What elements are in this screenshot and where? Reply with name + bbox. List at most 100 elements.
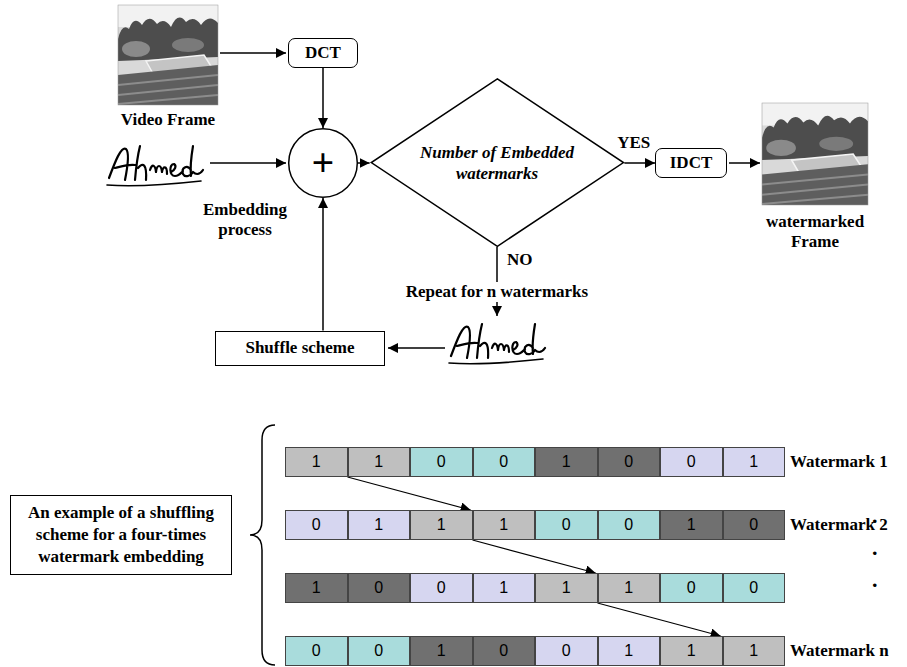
node-text-block: 1 bbox=[312, 452, 321, 472]
diamond-shape bbox=[371, 79, 623, 246]
row-label: Watermark 1 bbox=[790, 452, 888, 472]
circle-shape bbox=[289, 129, 358, 198]
node-text: 1 bbox=[312, 578, 321, 598]
node-text-block: 1 bbox=[624, 578, 633, 598]
node-text-block: 0 bbox=[687, 578, 696, 598]
node-text-block: 0 bbox=[499, 452, 508, 472]
node-text-block: 0 bbox=[312, 641, 321, 661]
node-text-block: 0 bbox=[374, 641, 383, 661]
node-text-block: 1 bbox=[749, 452, 758, 472]
branch-label: NO bbox=[507, 250, 533, 270]
decision-diamond: Number of Embedded watermarks bbox=[370, 78, 625, 247]
ellipsis-dot: . bbox=[872, 569, 878, 591]
node-text-block: 0 bbox=[624, 452, 633, 472]
note-box: An example of a shuffling scheme for a f… bbox=[10, 495, 232, 575]
node-text-block: 1 bbox=[437, 641, 446, 661]
bit-cell: 0 bbox=[535, 510, 598, 540]
node-text-block: 1 bbox=[499, 578, 508, 598]
node-text: 1 bbox=[499, 515, 508, 535]
bit-cell: 1 bbox=[660, 510, 723, 540]
bit-cell: 1 bbox=[723, 447, 786, 477]
flow-arrow bbox=[210, 162, 286, 164]
bit-cell: 0 bbox=[348, 573, 411, 603]
node-text-block: An example of a shuffling scheme for a f… bbox=[21, 502, 221, 568]
bit-cell: 1 bbox=[348, 447, 411, 477]
node-text: 0 bbox=[749, 578, 758, 598]
ellipsis-dot: . bbox=[872, 505, 878, 527]
node-text: 1 bbox=[749, 452, 758, 472]
bit-cell: 1 bbox=[535, 447, 598, 477]
bit-cell: 0 bbox=[348, 636, 411, 666]
node-text-block: Shuffle scheme bbox=[245, 337, 354, 358]
image-caption: Video Frame bbox=[121, 110, 215, 130]
image-caption: watermarked Frame bbox=[755, 212, 875, 253]
bit-cell: 1 bbox=[410, 636, 473, 666]
bit-cell: 1 bbox=[473, 573, 536, 603]
node-text: 1 bbox=[624, 578, 633, 598]
node-text-block: 0 bbox=[624, 515, 633, 535]
flow-connector bbox=[348, 477, 471, 510]
flow-connector bbox=[322, 198, 324, 331]
node-text-block: 1 bbox=[312, 578, 321, 598]
node-text-block: 0 bbox=[312, 515, 321, 535]
node-text: Number of Embedded watermarks bbox=[408, 142, 586, 185]
node-text: 1 bbox=[374, 452, 383, 472]
node-text: 0 bbox=[374, 578, 383, 598]
bit-cell: 0 bbox=[285, 636, 348, 666]
node-text: 1 bbox=[562, 452, 571, 472]
node-text-block: 1 bbox=[374, 452, 383, 472]
node-text: 1 bbox=[687, 515, 696, 535]
flow-arrow bbox=[388, 347, 445, 349]
node-text-block: 0 bbox=[749, 578, 758, 598]
bit-cell: 1 bbox=[598, 573, 661, 603]
node-text: 1 bbox=[312, 452, 321, 472]
node-text: + bbox=[312, 143, 335, 183]
node-text-block: IDCT bbox=[670, 152, 713, 173]
watermarked-frame-image bbox=[762, 103, 868, 205]
bit-cell: 1 bbox=[473, 510, 536, 540]
node-text-block: 0 bbox=[687, 452, 696, 472]
bit-cell: 1 bbox=[723, 636, 786, 666]
node-text: 0 bbox=[437, 452, 446, 472]
bit-cell: 1 bbox=[348, 510, 411, 540]
node-text: 0 bbox=[499, 452, 508, 472]
diamond-outline bbox=[370, 78, 625, 247]
bit-cell: 1 bbox=[598, 636, 661, 666]
node-text: 0 bbox=[499, 641, 508, 661]
node-text: DCT bbox=[305, 42, 341, 63]
node-text-block: 0 bbox=[749, 515, 758, 535]
node-text-block: 0 bbox=[437, 452, 446, 472]
node-text: 0 bbox=[312, 515, 321, 535]
node-text-block: 1 bbox=[749, 641, 758, 661]
node-text: 0 bbox=[374, 641, 383, 661]
node-text: IDCT bbox=[670, 152, 713, 173]
node-text-block: 1 bbox=[374, 515, 383, 535]
node-text: 1 bbox=[562, 578, 571, 598]
curly-brace bbox=[250, 425, 275, 665]
node-text-block: + bbox=[312, 143, 335, 183]
node-text-block: 0 bbox=[562, 515, 571, 535]
node-text-block: 1 bbox=[687, 641, 696, 661]
bit-cell: 1 bbox=[285, 447, 348, 477]
flow-arrow bbox=[729, 162, 760, 164]
flow-arrow bbox=[220, 52, 286, 54]
node-text: 1 bbox=[499, 578, 508, 598]
node-text: 0 bbox=[312, 641, 321, 661]
edge-label: YES bbox=[615, 133, 652, 153]
node-text: 1 bbox=[437, 641, 446, 661]
node-text-block: 1 bbox=[562, 578, 571, 598]
node-text: 0 bbox=[687, 578, 696, 598]
bit-cell: 0 bbox=[723, 573, 786, 603]
bit-cell: 1 bbox=[535, 573, 598, 603]
node-text: 0 bbox=[562, 515, 571, 535]
ellipsis-dot: . bbox=[872, 537, 878, 559]
transform-box: DCT bbox=[288, 38, 358, 68]
flow-connector bbox=[598, 603, 721, 636]
bit-cell: 1 bbox=[410, 510, 473, 540]
bit-cell: 0 bbox=[473, 636, 536, 666]
bit-cell: 0 bbox=[660, 573, 723, 603]
flow-connector bbox=[473, 540, 596, 573]
node-text-block: 1 bbox=[624, 641, 633, 661]
node-text: 0 bbox=[749, 515, 758, 535]
